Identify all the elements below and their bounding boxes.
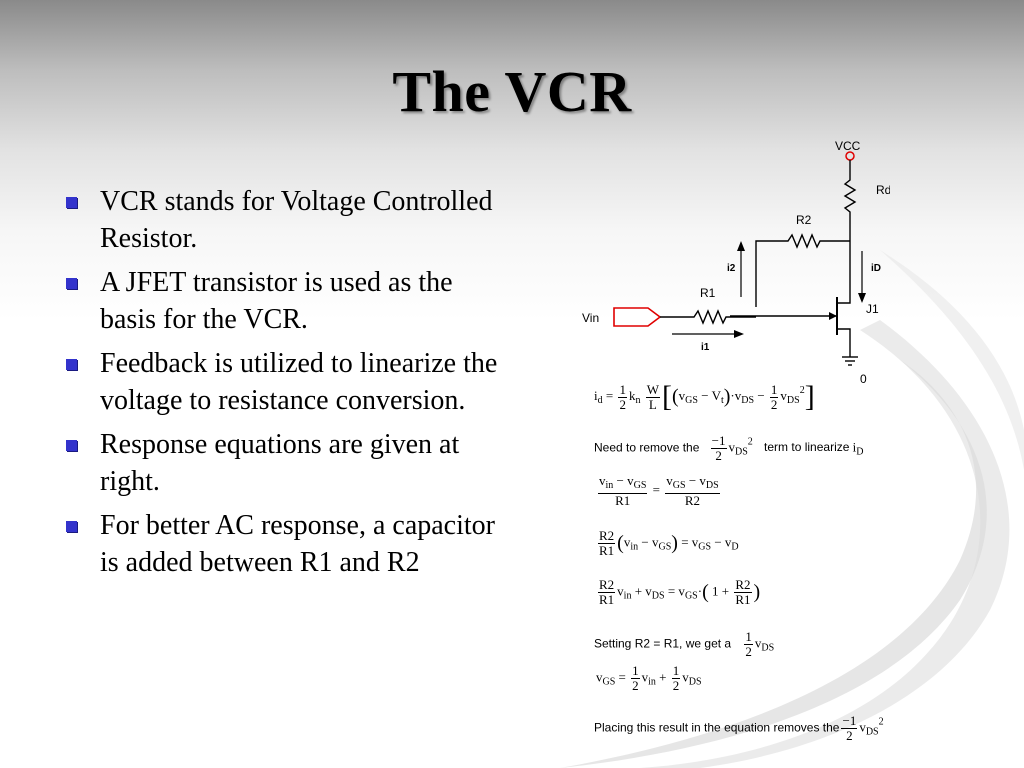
ground-label: 0 xyxy=(860,372,867,385)
i2-label: i2 xyxy=(727,263,736,274)
bullet-item: Feedback is utilized to linearize the vo… xyxy=(62,345,512,419)
vcc-terminal-icon xyxy=(845,151,855,161)
r2-resistor-icon xyxy=(755,233,850,307)
slide-title: The VCR xyxy=(392,59,632,124)
vin-source-icon xyxy=(613,307,662,327)
jfet-vcr-circuit: VCC Rd R2 i2 iD J1 0 Vin R1 i1 xyxy=(582,139,890,385)
bullet-item: VCR stands for Voltage Controlled Resist… xyxy=(62,183,512,257)
vin-label: Vin xyxy=(582,311,599,325)
vcc-label: VCC xyxy=(835,139,861,153)
rd-resistor-icon xyxy=(843,160,857,241)
j1-label: J1 xyxy=(866,302,879,316)
bullet-list: VCR stands for Voltage Controlled Resist… xyxy=(62,183,512,588)
r1-resistor-icon xyxy=(660,309,756,325)
bullet-square-icon xyxy=(66,197,77,208)
bullet-square-icon xyxy=(66,278,77,289)
bullet-item: A JFET transistor is used as the basis f… xyxy=(62,264,512,338)
bullet-square-icon xyxy=(66,440,77,451)
r1-label: R1 xyxy=(700,286,716,300)
id-label: iD xyxy=(871,263,881,274)
equation-placing: Placing this result in the equation remo… xyxy=(594,713,884,743)
bullet-square-icon xyxy=(66,521,77,532)
bullet-item: For better AC response, a capacitor is a… xyxy=(62,507,512,581)
i1-label: i1 xyxy=(701,342,710,353)
bullet-item: Response equations are given at right. xyxy=(62,426,512,500)
bullet-square-icon xyxy=(66,359,77,370)
r2-label: R2 xyxy=(796,213,812,227)
rd-label: Rd xyxy=(876,183,890,197)
